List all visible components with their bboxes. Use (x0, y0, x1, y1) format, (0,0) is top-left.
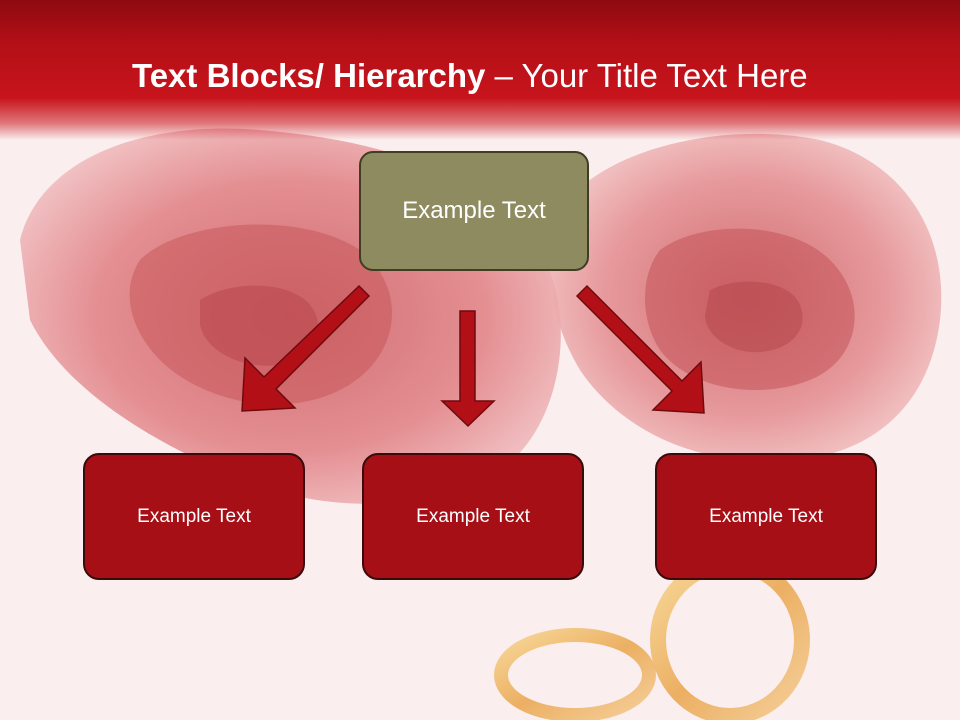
child-box-left[interactable]: Example Text (83, 453, 305, 580)
child-box-label: Example Text (416, 505, 530, 527)
title-bar (0, 0, 960, 140)
child-box-right[interactable]: Example Text (655, 453, 877, 580)
page-title: Text Blocks/ Hierarchy – Your Title Text… (132, 56, 808, 96)
title-rest-part: – Your Title Text Here (485, 57, 808, 94)
top-box[interactable]: Example Text (359, 151, 589, 271)
child-box-label: Example Text (137, 505, 251, 527)
child-box-center[interactable]: Example Text (362, 453, 584, 580)
child-box-label: Example Text (709, 505, 823, 527)
top-box-label: Example Text (402, 197, 546, 224)
title-bold-part: Text Blocks/ Hierarchy (132, 57, 486, 94)
